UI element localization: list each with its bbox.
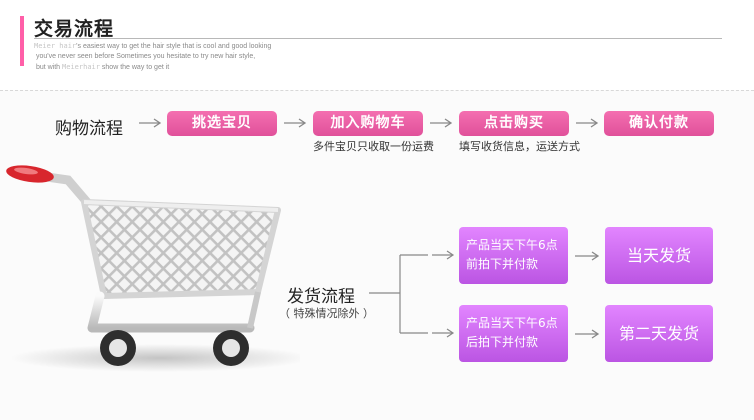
condition-line2: 后拍下并付款 [466, 335, 539, 349]
header-divider [34, 38, 722, 39]
shipping-flow-label: 发货流程 [287, 287, 355, 307]
shopping-cart-icon [6, 165, 300, 372]
step-add-to-cart: 加入购物车 [313, 111, 423, 136]
header-accent-bar [20, 16, 24, 66]
arrow-right-icon [575, 251, 600, 261]
tagline-line3-prefix: but with [35, 64, 63, 71]
branch-connector [369, 250, 455, 338]
tagline-line3: show the way to get it [99, 64, 170, 71]
step-click-buy: 点击购买 [459, 111, 569, 136]
arrow-right-icon [575, 329, 600, 339]
step-add-to-cart-note: 多件宝贝只收取一份运费 [313, 140, 434, 153]
shipping-flow-note: （ 特殊情况除外 ） [279, 307, 374, 320]
condition-after-6pm: 产品当天下午6点 后拍下并付款 [459, 305, 568, 362]
brand-name: Meier hair [34, 42, 77, 50]
arrow-right-icon [576, 118, 599, 128]
ship-same-day: 当天发货 [605, 227, 713, 284]
step-select-item: 挑选宝贝 [167, 111, 277, 136]
condition-line1: 产品当天下午6点 [466, 316, 558, 330]
condition-line2: 前拍下并付款 [466, 257, 539, 271]
arrow-right-icon [430, 118, 453, 128]
condition-before-6pm: 产品当天下午6点 前拍下并付款 [459, 227, 568, 284]
arrow-right-icon [284, 118, 307, 128]
step-confirm-payment: 确认付款 [604, 111, 714, 136]
purchase-flow-label: 购物流程 [55, 119, 123, 139]
brand-name-2: Meierhair [62, 63, 100, 71]
tagline-line2: you've never seen before Sometimes you h… [35, 53, 256, 60]
step-click-buy-note: 填写收货信息，运送方式 [459, 140, 580, 153]
arrow-right-icon [139, 118, 162, 128]
ship-next-day: 第二天发货 [605, 305, 713, 362]
page-title: 交易流程 [34, 18, 115, 40]
tagline-line1: 's easiest way to get the hair style tha… [76, 43, 272, 50]
header-tagline: Meier hair's easiest way to get the hair… [34, 41, 271, 73]
condition-line1: 产品当天下午6点 [466, 238, 558, 252]
